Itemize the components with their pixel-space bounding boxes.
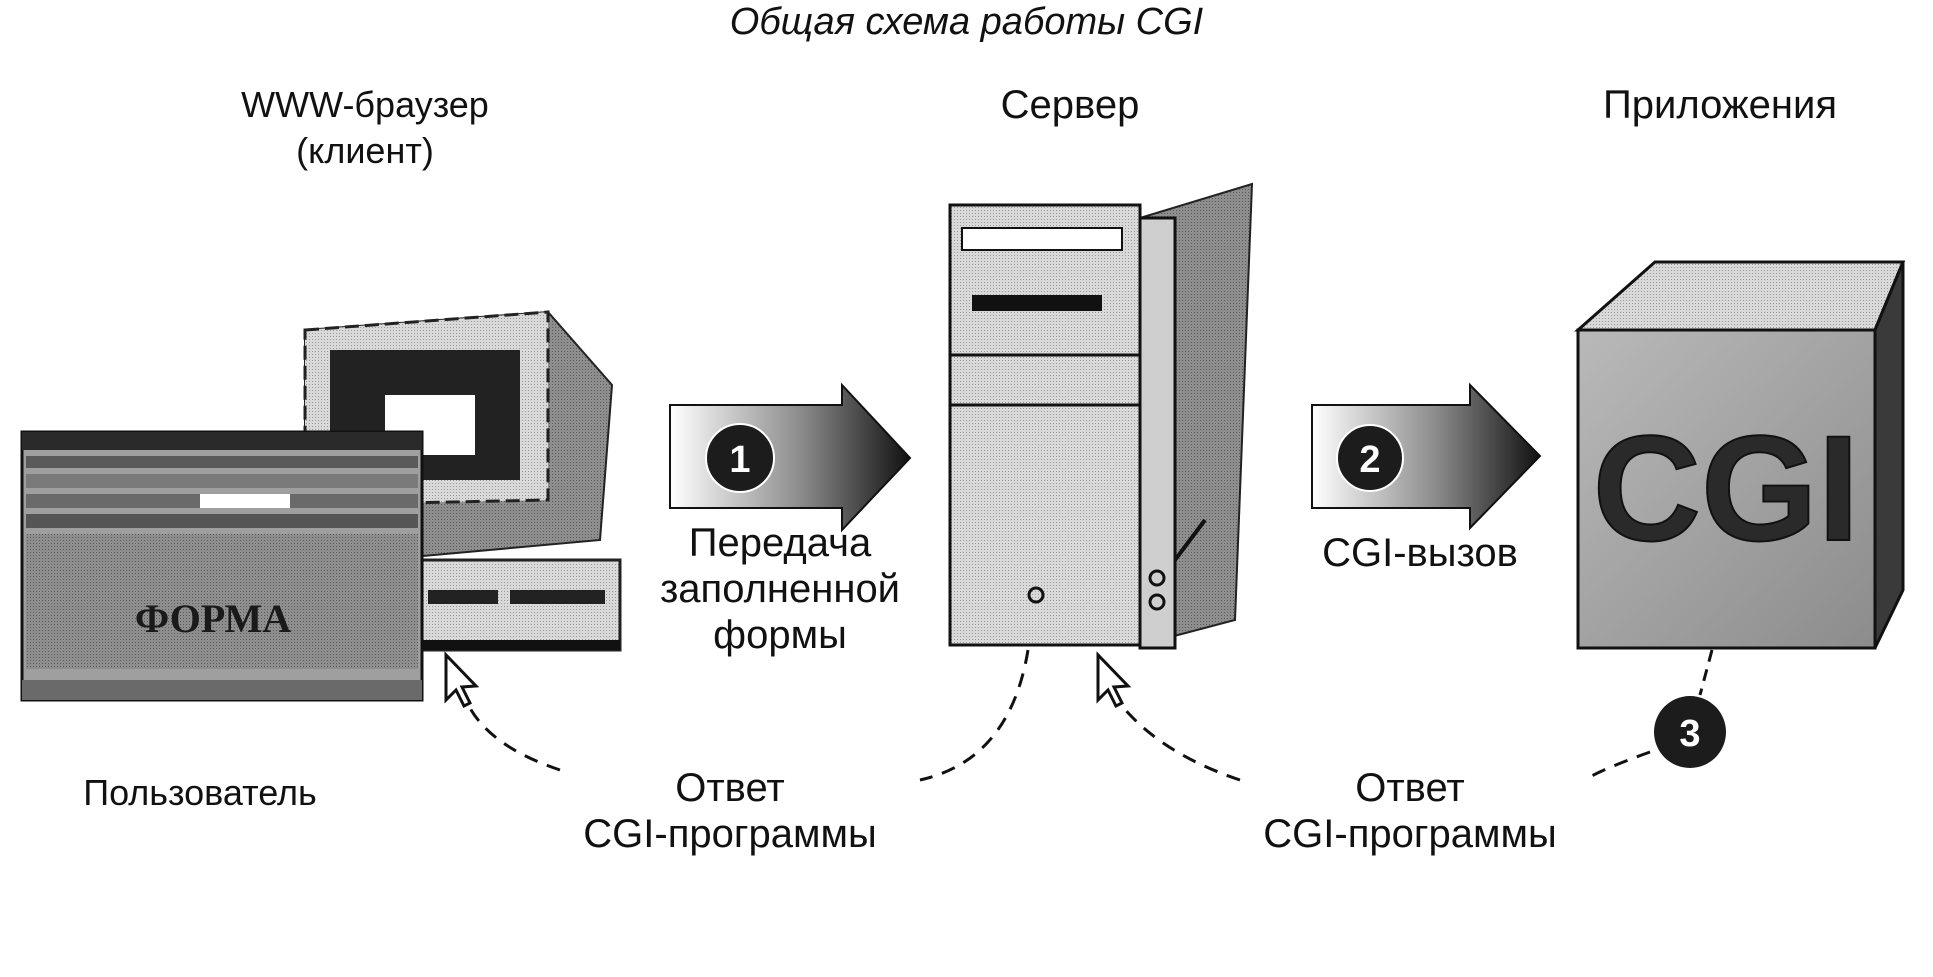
step-1-label-line3: формы bbox=[713, 613, 847, 657]
cursor-icon bbox=[444, 651, 480, 709]
step-badge-3 bbox=[1654, 696, 1726, 768]
apps-label: Приложения bbox=[1602, 83, 1838, 127]
cgi-cube: CGI bbox=[1574, 260, 1906, 650]
step-number-2: 2 bbox=[1359, 439, 1380, 481]
form-text: ФОРМА bbox=[135, 596, 291, 641]
server-label: Сервер bbox=[1000, 83, 1140, 127]
diagram-title: Общая схема работы CGI bbox=[729, 1, 1204, 43]
step-1-label-line2: заполненной bbox=[659, 567, 901, 611]
response-2-line1: Ответ bbox=[1355, 766, 1465, 810]
cursor-icon bbox=[1096, 651, 1132, 709]
step-2-label: CGI-вызов bbox=[1322, 531, 1518, 575]
step-1-label: Передача заполненной формы bbox=[630, 520, 930, 658]
step-3: 3 bbox=[1654, 649, 1726, 768]
server-tower bbox=[948, 182, 1254, 650]
arrow-1: 1 bbox=[669, 382, 912, 533]
step-1-label-line1: Передача bbox=[688, 521, 872, 565]
response-2-line2: CGI-программы bbox=[1263, 812, 1557, 856]
browser-window: ФОРМА bbox=[20, 430, 424, 702]
response-arrow-1 bbox=[458, 649, 1030, 782]
step-badge-1 bbox=[705, 423, 775, 493]
browser-label: WWW-браузер (клиент) bbox=[215, 82, 515, 174]
response-label-2: Ответ CGI-программы bbox=[1240, 765, 1580, 857]
user-label: Пользователь bbox=[83, 772, 317, 813]
response-1-line2: CGI-программы bbox=[583, 812, 877, 856]
browser-label-line1: WWW-браузер bbox=[241, 84, 489, 125]
step-number-1: 1 bbox=[729, 439, 750, 481]
step-badge-2 bbox=[1336, 424, 1404, 492]
arrow-2: 2 bbox=[1311, 382, 1542, 531]
response-1-line1: Ответ bbox=[675, 766, 785, 810]
cgi-cube-text: CGI bbox=[1593, 404, 1860, 572]
step-number-3: 3 bbox=[1679, 713, 1700, 755]
response-label-1: Ответ CGI-программы bbox=[560, 765, 900, 857]
browser-label-line2: (клиент) bbox=[296, 130, 434, 171]
